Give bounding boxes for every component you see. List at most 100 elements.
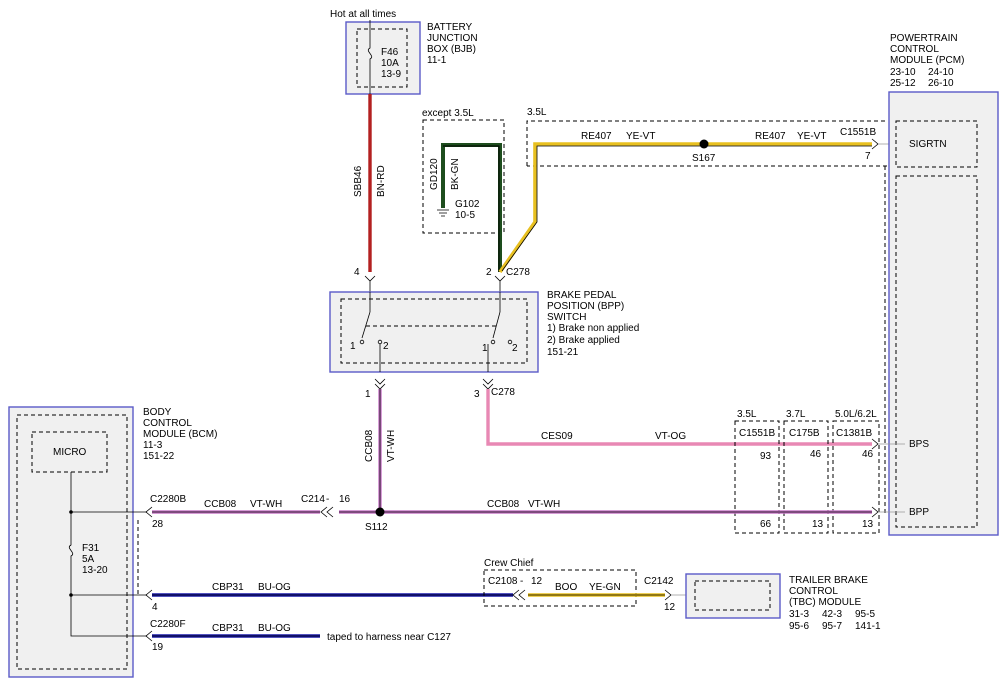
- ces09-color-label: VT-OG: [655, 431, 686, 442]
- c214-pin-label: 16: [339, 494, 351, 505]
- hot-at-all-times-label: Hot at all times: [330, 9, 396, 20]
- bpp-title-line-1: BRAKE PEDAL: [547, 290, 617, 301]
- bcm-c2280b-label: C2280B: [150, 494, 186, 505]
- tbc-ref-6: 141-1: [855, 621, 881, 632]
- pcm-pin-sigrtn: SIGRTN: [909, 139, 947, 150]
- ccb08-pcm-color-label: VT-WH: [528, 499, 560, 510]
- bcm-title-line-5: 151-22: [143, 451, 175, 462]
- pcm-ref-4: 26-10: [928, 78, 954, 89]
- bpp-right-contact-label-2: 2: [512, 343, 518, 354]
- pcm-title-line-2: CONTROL: [890, 44, 939, 55]
- svg-text:-: -: [326, 494, 329, 505]
- bcm-junction-1: [69, 510, 73, 514]
- wire-re407-stripe: [501, 145, 872, 272]
- tbc-ref-2: 42-3: [822, 609, 842, 620]
- pcm-variant-box-3: [832, 420, 880, 534]
- ccb08-bcm-color-label: VT-WH: [250, 499, 282, 510]
- bjb-title-line-2: JUNCTION: [427, 33, 478, 44]
- bjb-inner-box: [356, 28, 408, 88]
- pcm-variant-connector-1: C1551B: [739, 428, 775, 439]
- bcm-junction-2: [69, 593, 73, 597]
- tbc-ref-3: 95-5: [855, 609, 875, 620]
- bjb-title-line-1: BATTERY: [427, 22, 473, 33]
- c2142-pin-label: 12: [664, 602, 676, 613]
- bcm-internal-feed: [68, 472, 147, 637]
- bcm-title-line-1: BODY: [143, 407, 172, 418]
- tbc-title-line-1: TRAILER BRAKE: [789, 575, 868, 586]
- sigrtn-connector-icon: [871, 138, 879, 150]
- wire-sbb46: SBB46 BN-RD 4: [353, 94, 387, 292]
- c2280f-label: C2280F: [150, 619, 186, 630]
- ccb08-bcm-circuit-label: CCB08: [204, 499, 237, 510]
- bpp-left-blade: [361, 311, 371, 339]
- sbb46-pin-label: 4: [354, 267, 360, 278]
- bjb-title-line-3: BOX (BJB): [427, 44, 476, 55]
- sigrtn-pin-label: 7: [865, 151, 871, 162]
- bcm-c2280b-connector-icon: [145, 506, 153, 518]
- ground-zone-label: except 3.5L: [422, 108, 474, 119]
- tbc-title-line-3: (TBC) MODULE: [789, 597, 862, 608]
- pcm-variant-box-2: [783, 420, 829, 534]
- bpp-top-connector-label: C278: [506, 267, 530, 278]
- sbb46-circuit-label: SBB46: [353, 165, 364, 197]
- sigrtn-zone-box: [526, 120, 887, 167]
- fuse-f31-label: F31: [82, 543, 100, 554]
- pcm-variant-zone-3: 5.0L/6.2L: [835, 409, 877, 420]
- bcm-title-line-3: MODULE (BCM): [143, 429, 217, 440]
- pcm-module-box: [888, 91, 999, 536]
- bpp-pin-4-connector-icon: [364, 275, 376, 292]
- wire-ces09-line: [486, 389, 872, 446]
- cbp31-taped-color-label: BU-OG: [258, 623, 291, 634]
- pcm-variant-connector-3: C1381B: [836, 428, 872, 439]
- splice-s167-label: S167: [692, 153, 716, 164]
- crew-chief-box: [483, 569, 637, 607]
- pcm-pin-bps: BPS: [909, 439, 929, 450]
- fuse-f31-rating: 5A: [82, 554, 95, 565]
- body-control-module: MICRO F31 5A 13-20 BODY CONTROL MODULE (…: [8, 406, 217, 678]
- pcm-title-line-1: POWERTRAIN: [890, 33, 958, 44]
- wire-cbp31-taped: C2280F 19 CBP31 BU-OG taped to harness n…: [145, 619, 451, 653]
- ground-zone-box: [422, 119, 505, 234]
- sigrtn-zone-label: 3.5L: [527, 107, 547, 118]
- pcm-input-box: [895, 175, 978, 528]
- re407-circuit-label-2: RE407: [755, 131, 786, 142]
- tbc-ref-5: 95-7: [822, 621, 842, 632]
- sbb46-color-label: BN-RD: [376, 165, 387, 197]
- bcm-micro-label: MICRO: [53, 447, 87, 458]
- ccb08-vertical-circuit-label: CCB08: [364, 429, 375, 462]
- splice-s112: [375, 507, 385, 517]
- pcm-connector-variants: 3.5L 3.7L 5.0L/6.2L C1551B C175B C1381B …: [734, 409, 880, 534]
- crew-chief-label: Crew Chief: [484, 558, 534, 569]
- bcm-c2280b-pin: 28: [152, 519, 164, 530]
- ground-id-label: G102: [455, 199, 480, 210]
- taped-note: taped to harness near C127: [327, 632, 451, 643]
- bjb-title-line-4: 11-1: [427, 55, 447, 66]
- re407-color-label-1: YE-VT: [626, 131, 655, 142]
- re407-circuit-label-1: RE407: [581, 131, 612, 142]
- bpp-pin-2-connector-icon: [494, 275, 506, 292]
- pcm-ref-2: 24-10: [928, 67, 954, 78]
- ground-symbol-icon: [437, 209, 449, 217]
- gd120-color-label: BK-GN: [450, 158, 461, 190]
- pcm-variant-connector-2: C175B: [789, 428, 820, 439]
- sigrtn-circuit: 3.5L RE407 YE-VT S167 RE407 YE-VT C1551B…: [498, 107, 905, 274]
- bpp-title-line-6: 151-21: [547, 347, 579, 358]
- boo-circuit-label: BOO: [555, 582, 577, 593]
- wire-gd120-outline: [443, 145, 500, 272]
- wire-ces09: CES09 VT-OG 46: [486, 389, 905, 460]
- pcm-sigrtn-box: [895, 120, 978, 168]
- c2108-pin-label: 12: [531, 576, 543, 587]
- bjb-module-box: [345, 21, 421, 95]
- sigrtn-connector-label: C1551B: [840, 127, 876, 138]
- pcm-variant-2-bpp-pin: 13: [812, 519, 824, 530]
- bpp-left-contact-label-2: 2: [383, 341, 389, 352]
- bpp-bottom-left-pin: 1: [365, 389, 371, 400]
- wire-gd120-line: [441, 143, 502, 272]
- ccb08-pcm-circuit-label: CCB08: [487, 499, 520, 510]
- bpp-bottom-right-pin: 3: [474, 389, 480, 400]
- tbc-inner-box: [694, 580, 771, 611]
- bpp-pin-1-connector-icon: [374, 378, 386, 390]
- bpp-title-line-4: 1) Brake non applied: [547, 323, 639, 334]
- pcm-variant-box-1: [734, 420, 780, 534]
- bpp-right-contact-label-1: 1: [482, 343, 488, 354]
